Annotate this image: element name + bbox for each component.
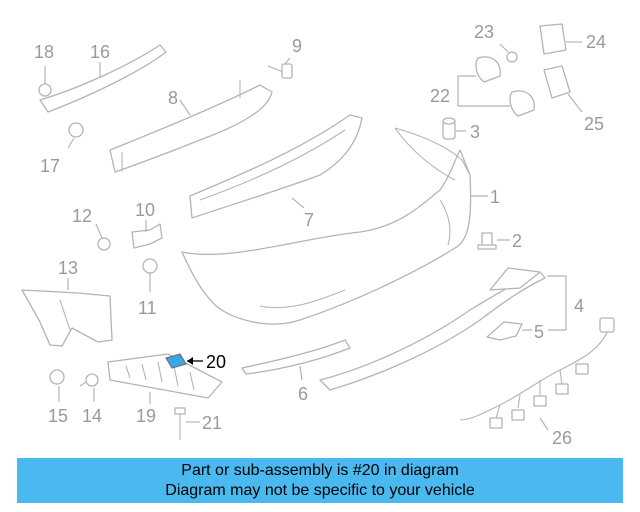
callout-19: 19 [136, 406, 156, 426]
callout-21: 21 [202, 413, 222, 433]
part-1-bumper-cover[interactable] [181, 127, 488, 325]
callout-5: 5 [534, 322, 544, 342]
part-20-clip[interactable] [165, 353, 203, 369]
callout-7: 7 [304, 210, 314, 230]
callout-15: 15 [48, 406, 68, 426]
callout-18: 18 [34, 42, 54, 62]
callout-6: 6 [298, 384, 308, 404]
part-13-side-bracket[interactable] [21, 278, 113, 347]
part-6-reflector[interactable] [241, 339, 351, 381]
parts-diagram: 1 2 3 4 5 6 7 8 9 10 11 12 13 14 15 16 1… [21, 22, 615, 448]
callout-23: 23 [474, 22, 494, 42]
part-21-pin[interactable] [174, 407, 200, 440]
callout-9: 9 [292, 36, 302, 56]
callout-20: 20 [206, 352, 226, 372]
part-19-garnish[interactable] [107, 353, 223, 404]
part-10-bracket[interactable] [131, 220, 163, 249]
callout-13: 13 [58, 258, 78, 278]
callout-4: 4 [574, 296, 584, 316]
part-11-nut[interactable] [142, 258, 158, 292]
part-18-nut[interactable] [38, 66, 52, 97]
part-2-clip[interactable] [477, 232, 510, 250]
callout-10: 10 [135, 200, 155, 220]
part-3-plug[interactable] [442, 117, 466, 140]
callout-11: 11 [138, 298, 157, 318]
part-4-lower-valance[interactable] [319, 267, 567, 391]
callout-8: 8 [168, 88, 178, 108]
callout-17: 17 [40, 156, 60, 176]
callout-3: 3 [470, 122, 480, 142]
callout-12: 12 [72, 206, 92, 226]
part-26-harness[interactable] [459, 317, 615, 431]
part-9-bolt[interactable] [267, 57, 293, 79]
part-22-sensor[interactable] [457, 56, 535, 117]
callout-25: 25 [584, 114, 604, 134]
callout-16: 16 [90, 42, 110, 62]
part-7-absorber[interactable] [189, 114, 363, 219]
callout-24: 24 [586, 32, 606, 52]
part-24-bracket[interactable] [539, 23, 582, 55]
part-5-bracket[interactable] [486, 321, 532, 341]
callout-2: 2 [512, 231, 522, 251]
callout-1: 1 [490, 187, 500, 207]
callout-14: 14 [82, 406, 102, 426]
part-15-nut[interactable] [49, 369, 65, 402]
callout-22: 22 [430, 86, 450, 106]
info-banner: Part or sub-assembly is #20 in diagram D… [17, 458, 623, 503]
callout-26: 26 [552, 428, 572, 448]
part-23-clip[interactable] [499, 43, 518, 63]
part-16-bracket[interactable] [39, 44, 167, 113]
banner-line-1: Part or sub-assembly is #20 in diagram [181, 461, 459, 479]
part-12-nut[interactable] [95, 223, 111, 251]
part-8-reinforcement[interactable] [109, 80, 273, 173]
banner-line-2: Diagram may not be specific to your vehi… [165, 481, 475, 499]
part-25-bracket[interactable] [543, 65, 583, 113]
part-14-bolt[interactable] [79, 373, 99, 402]
part-17-bolt[interactable] [67, 122, 84, 149]
